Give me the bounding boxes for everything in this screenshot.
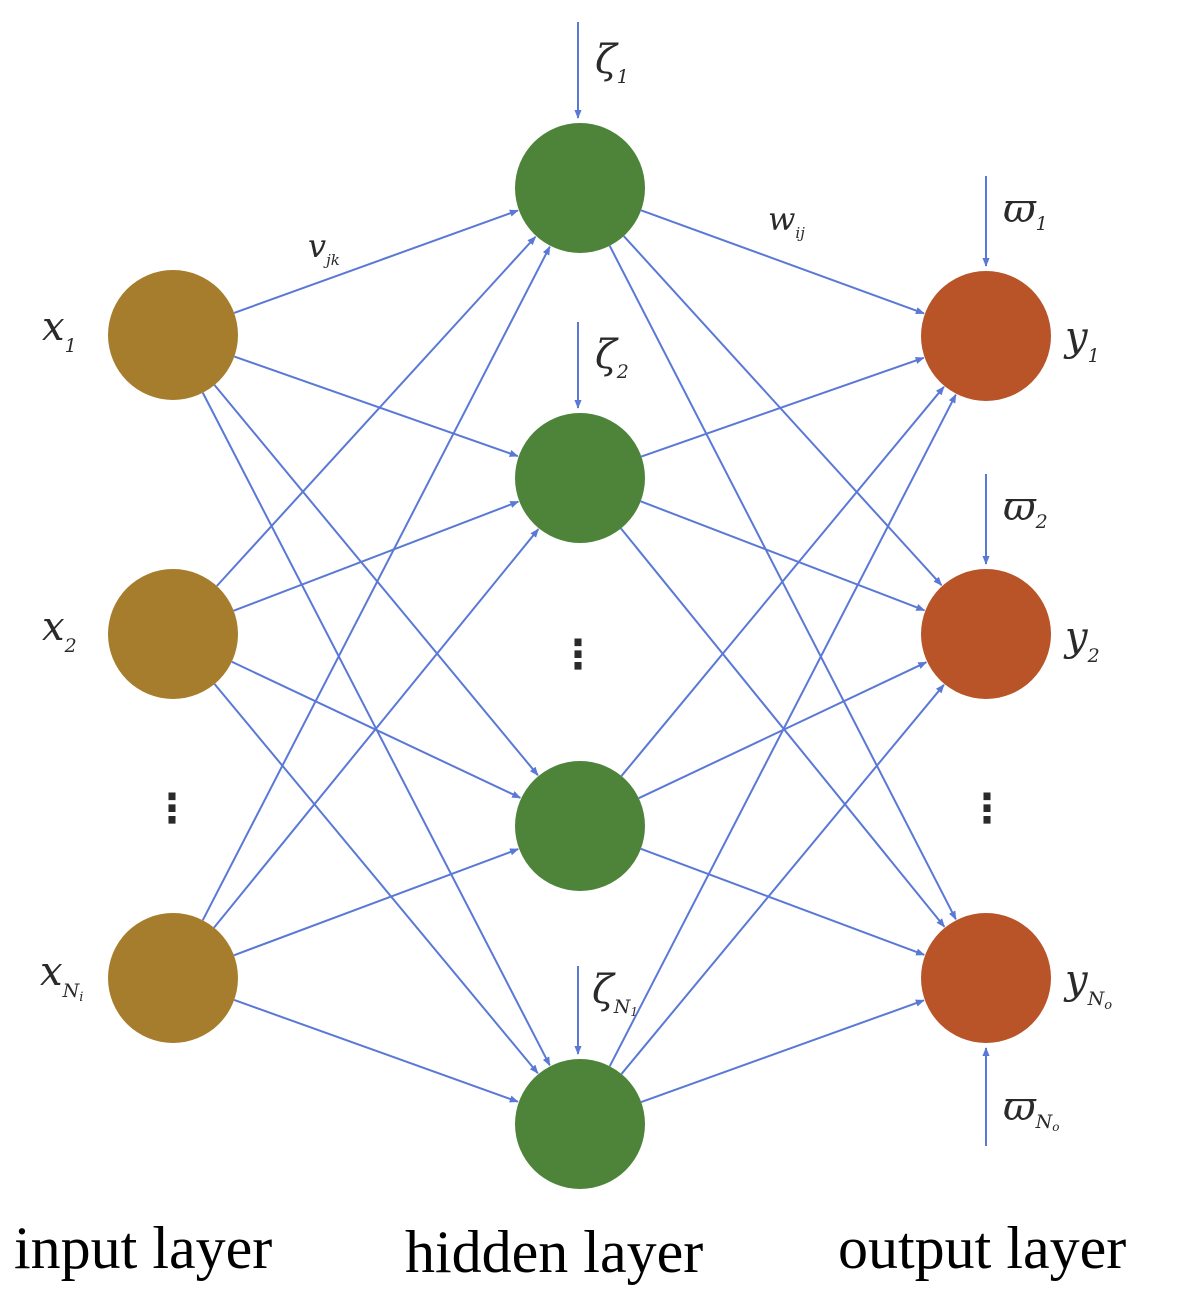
input-label-2: x2	[42, 604, 77, 657]
connection-edges	[201, 209, 957, 1103]
edge-hidden-4-output-1	[608, 393, 957, 1067]
edge-input-1-hidden-1	[233, 209, 519, 314]
hidden-layer-caption: hidden layer	[405, 1219, 703, 1285]
edge-input-3-hidden-4	[233, 999, 519, 1103]
edge-hidden-3-output-3	[640, 847, 926, 956]
edge-hidden-1-output-2	[623, 235, 943, 586]
input-node-3	[108, 913, 238, 1043]
edge-hidden-2-output-3	[620, 527, 946, 928]
hidden-ellipsis: ⋮	[558, 632, 598, 678]
input-node-2	[108, 569, 238, 699]
edge-input-3-hidden-2	[213, 528, 540, 929]
edge-input-2-hidden-1	[216, 236, 537, 587]
edge-hidden-1-output-1	[640, 209, 925, 315]
output-ellipsis: ⋮	[967, 786, 1007, 832]
output-bias-label-n: ϖNo	[1003, 1084, 1059, 1134]
edge-input-3-hidden-3	[233, 848, 520, 957]
input-node-1	[108, 270, 238, 400]
edge-hidden-2-output-2	[640, 500, 926, 612]
edge-input-3-hidden-1	[201, 245, 551, 921]
output-layer-caption: output layer	[838, 1215, 1126, 1281]
edge-input-2-hidden-4	[213, 683, 539, 1074]
output-node-3	[921, 913, 1051, 1043]
weight-label-hidden-output: wij	[768, 200, 805, 242]
output-label-n: yNo	[1063, 957, 1112, 1013]
edge-hidden-4-output-3	[640, 999, 925, 1103]
edge-input-2-hidden-2	[233, 500, 520, 612]
output-label-2: y2	[1063, 614, 1100, 667]
input-ellipsis: ⋮	[152, 786, 192, 832]
output-label-1: y1	[1063, 314, 1100, 367]
hidden-node-3	[515, 761, 645, 891]
hidden-bias-label-1: ζ1	[595, 37, 629, 88]
hidden-node-4	[515, 1059, 645, 1189]
input-label-1: x1	[42, 304, 77, 357]
output-node-2	[921, 569, 1051, 699]
edge-hidden-4-output-2	[620, 684, 945, 1075]
output-bias-label-1: ϖ1	[1003, 186, 1048, 235]
neuron-nodes	[108, 123, 1051, 1189]
edge-hidden-3-output-1	[620, 386, 945, 777]
edge-input-1-hidden-3	[213, 384, 539, 776]
hidden-bias-label-n: ζN1	[592, 967, 638, 1019]
input-label-n: xNi	[40, 949, 83, 1005]
hidden-node-1	[515, 123, 645, 253]
edge-input-1-hidden-2	[233, 355, 519, 458]
hidden-bias-label-2: ζ2	[595, 332, 629, 383]
bias-arrows	[574, 22, 990, 1146]
hidden-node-2	[515, 413, 645, 543]
output-bias-label-2: ϖ2	[1003, 484, 1048, 533]
edge-hidden-2-output-1	[641, 356, 925, 458]
output-node-1	[921, 271, 1051, 401]
input-layer-caption: input layer	[14, 1215, 272, 1281]
weight-label-input-hidden: vjk	[308, 227, 340, 269]
